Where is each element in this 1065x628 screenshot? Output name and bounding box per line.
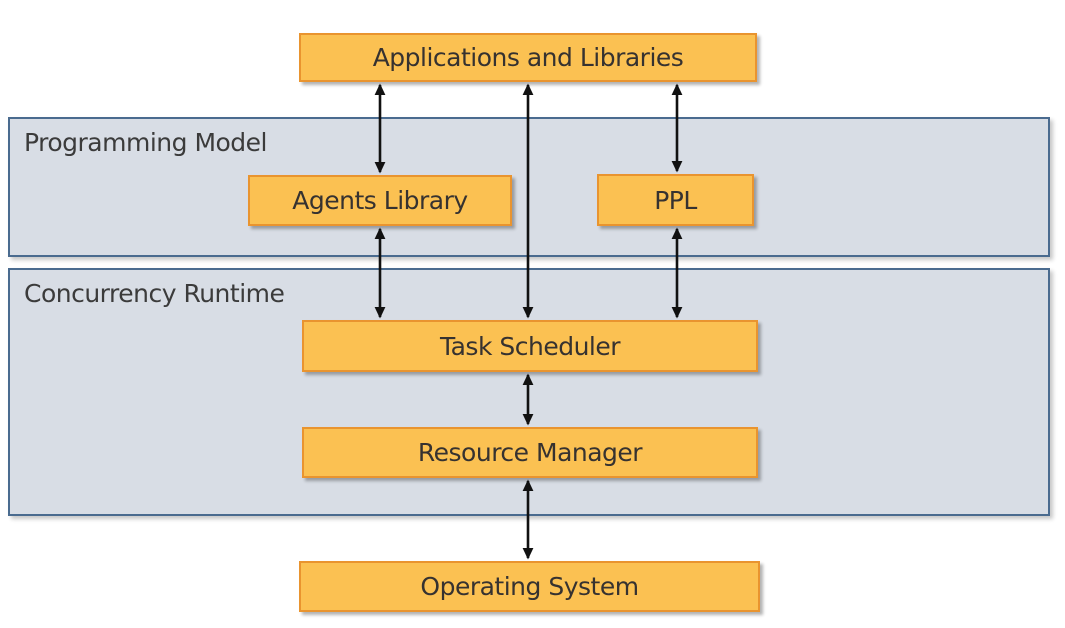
concurrency-runtime-label: Concurrency Runtime [24,279,285,308]
node-applications-and-libraries: Applications and Libraries [299,33,757,82]
programming-model-label: Programming Model [24,128,268,157]
node-operating-system: Operating System [299,561,760,612]
node-task-scheduler: Task Scheduler [302,320,758,372]
group-concurrency-runtime: Concurrency Runtime [8,268,1050,516]
group-programming-model: Programming Model [8,117,1050,257]
node-resource-manager: Resource Manager [302,427,758,478]
node-agents-library: Agents Library [248,175,512,226]
node-ppl: PPL [597,174,754,226]
